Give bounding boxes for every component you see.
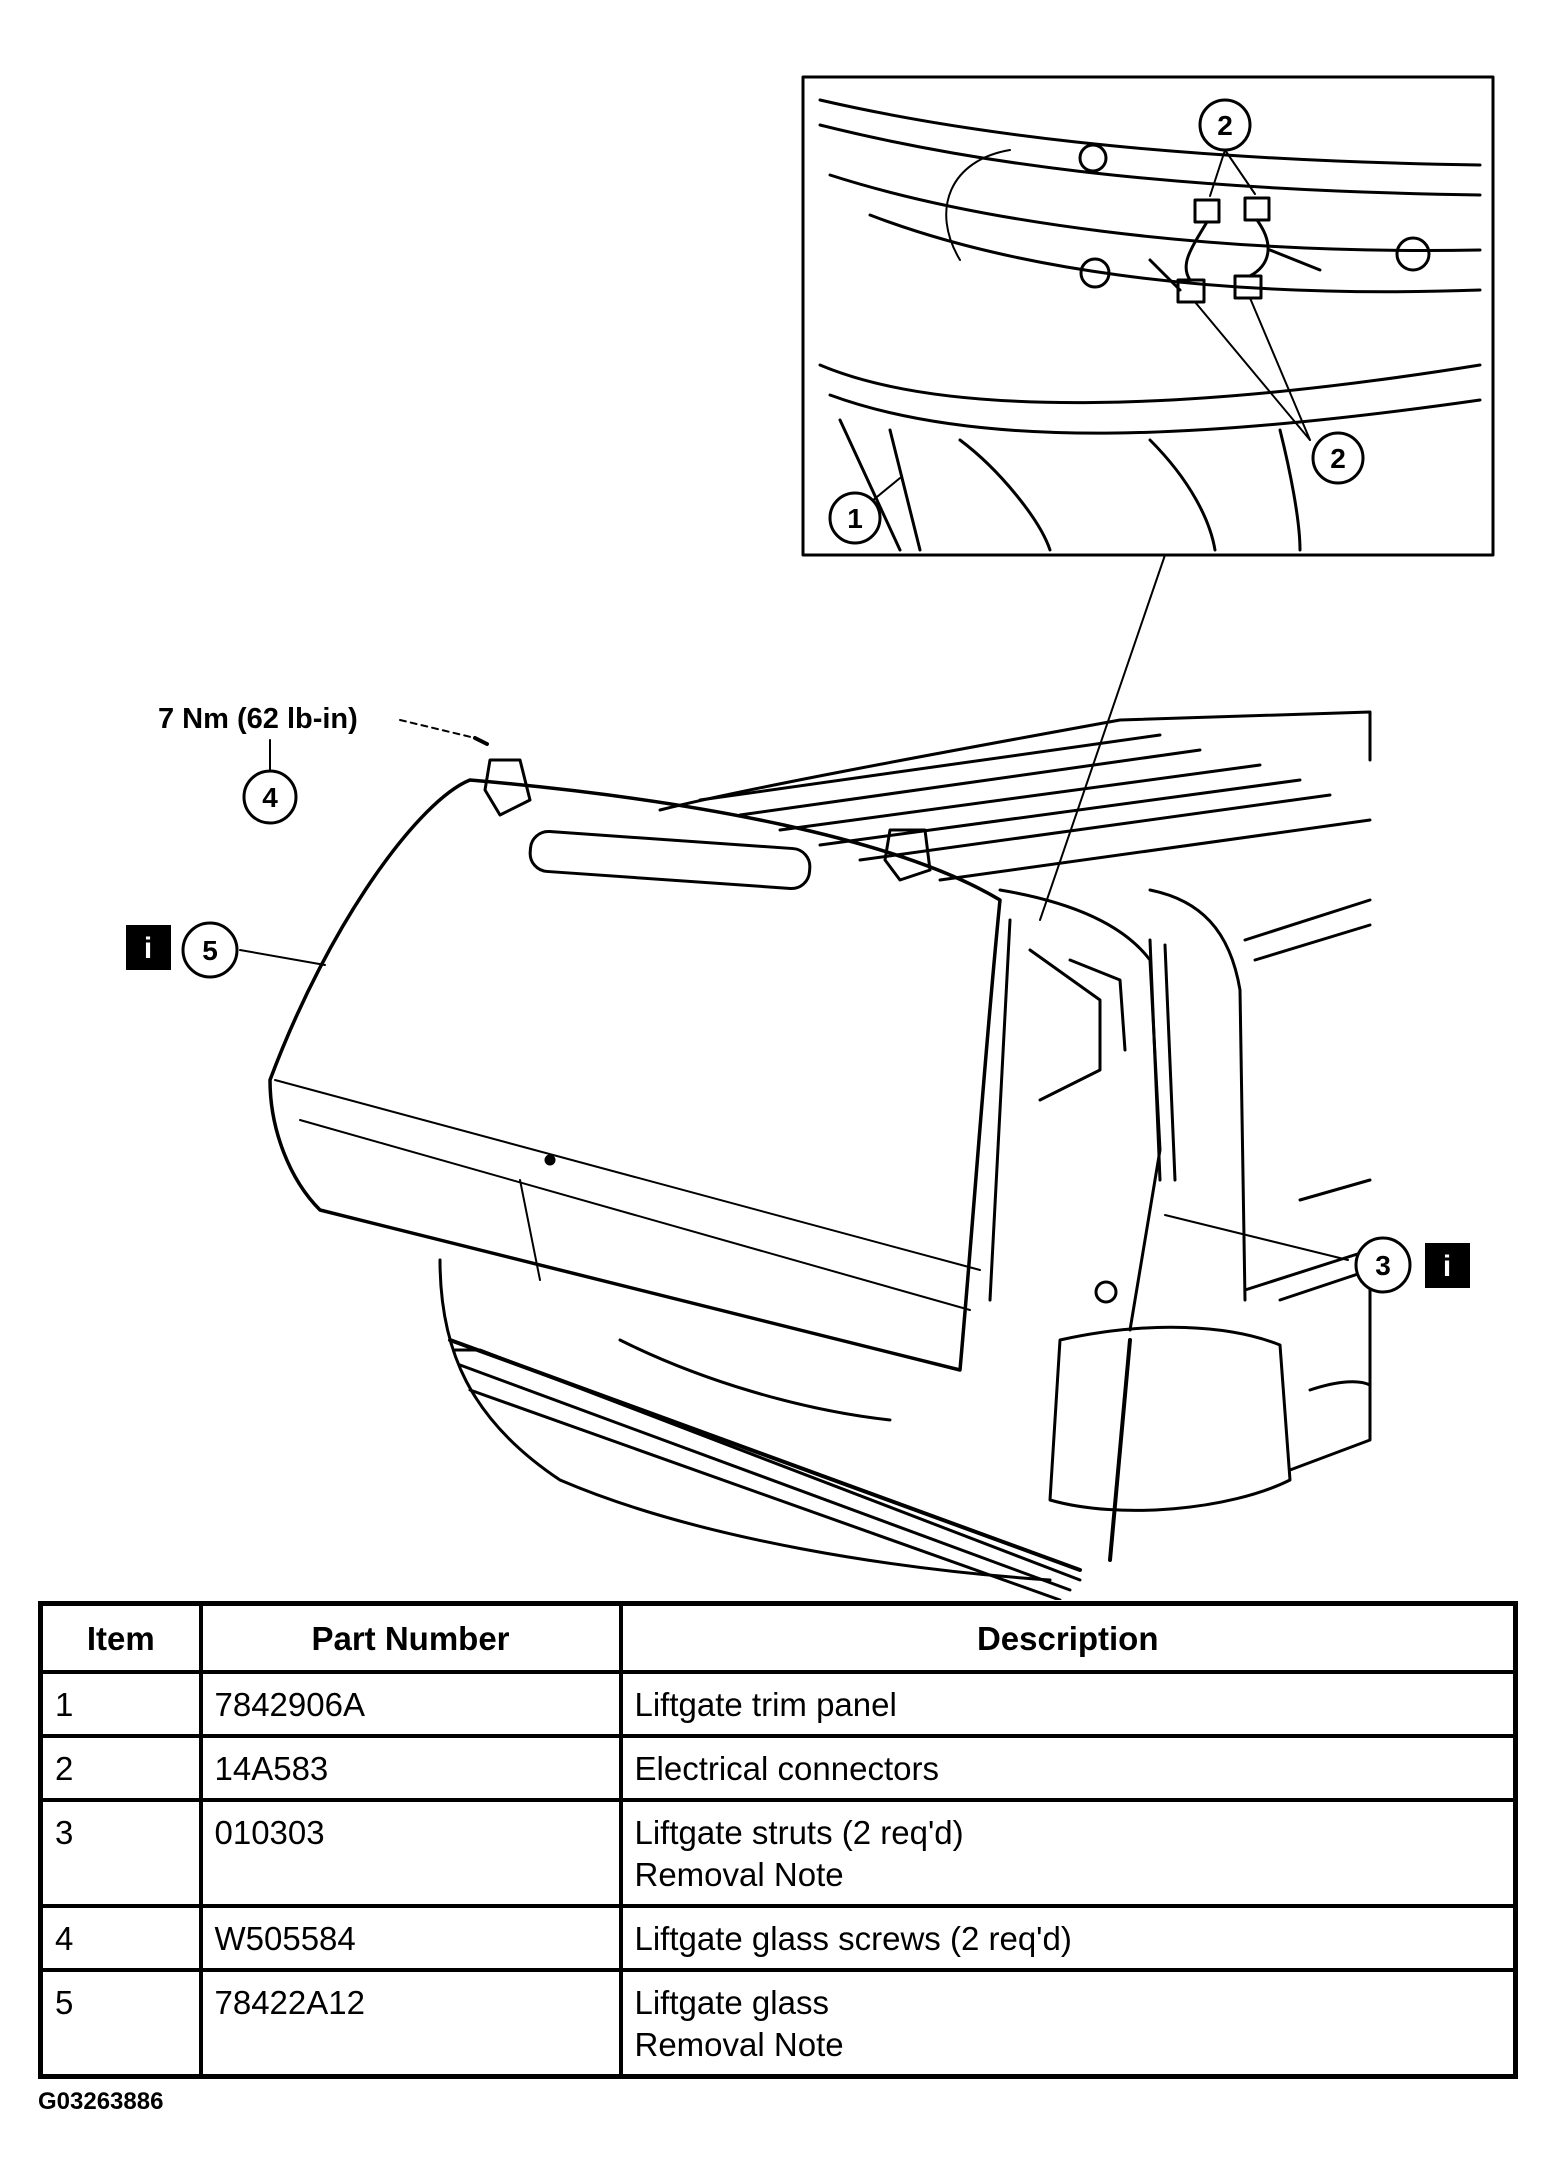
header-item: Item: [38, 1601, 203, 1674]
info-icon: i: [1443, 1250, 1451, 1283]
description-line: Liftgate trim panel: [634, 1686, 897, 1723]
description-cell: Liftgate glass Removal Note: [618, 1968, 1518, 2079]
torque-label: 7 Nm (62 lb-in): [158, 703, 358, 735]
description-cell: Liftgate glass screws (2 req'd): [618, 1904, 1518, 1972]
figure-id: G03263886: [38, 2088, 164, 2115]
callout-4-label: 4: [262, 782, 278, 813]
callout-2-bottom-label: 2: [1330, 443, 1346, 474]
callout-5-label: 5: [202, 935, 218, 966]
table-row: 5 78422A12 Liftgate glass Removal Note: [38, 1968, 1518, 2079]
callout-2-top-label: 2: [1217, 110, 1233, 141]
item-cell: 3: [38, 1798, 203, 1908]
table-row: 3 010303 Liftgate struts (2 req'd) Remov…: [38, 1798, 1518, 1908]
callout-5: [181, 921, 239, 979]
removal-note-link[interactable]: Removal Note: [634, 2026, 844, 2063]
description-line: Liftgate glass: [634, 1984, 829, 2021]
item-cell: 4: [38, 1904, 203, 1972]
header-description: Description: [618, 1601, 1518, 1674]
callout-2-top: [1198, 98, 1252, 152]
header-part-number: Part Number: [198, 1601, 623, 1674]
table-row: 2 14A583 Electrical connectors: [38, 1734, 1518, 1802]
description-line: Liftgate glass screws (2 req'd): [634, 1920, 1072, 1957]
description-line: Electrical connectors: [634, 1750, 939, 1787]
table-row: 4 W505584 Liftgate glass screws (2 req'd…: [38, 1904, 1518, 1972]
part-number-cell: 7842906A: [198, 1670, 623, 1738]
inset-detail: [801, 75, 1495, 557]
callout-1-label: 1: [847, 503, 863, 534]
table-row: 1 7842906A Liftgate trim panel: [38, 1670, 1518, 1738]
callout-3: [1354, 1236, 1412, 1294]
vehicle-body: [438, 710, 1372, 1600]
item-cell: 2: [38, 1734, 203, 1802]
parts-table: Item Part Number Description 1 7842906A …: [38, 1601, 1518, 2079]
description-line: Liftgate struts (2 req'd): [634, 1814, 964, 1851]
description-cell: Electrical connectors: [618, 1734, 1518, 1802]
callout-4: [242, 769, 298, 825]
info-box-3: [1425, 1243, 1470, 1288]
callout-2-bottom: [1311, 431, 1365, 485]
part-number-cell: 010303: [198, 1798, 623, 1908]
callout-1: [828, 491, 882, 545]
item-cell: 1: [38, 1670, 203, 1738]
liftgate-illustration: 2 2 1 4 5 3 i i 7 Nm (62 lb-in): [126, 75, 1495, 1600]
item-cell: 5: [38, 1968, 203, 2079]
info-box-5: [126, 925, 171, 970]
part-number-cell: W505584: [198, 1904, 623, 1972]
info-icon: i: [144, 932, 152, 965]
callout-3-label: 3: [1375, 1250, 1391, 1281]
parts-table-container: Item Part Number Description 1 7842906A …: [38, 1601, 1518, 2079]
part-number-cell: 14A583: [198, 1734, 623, 1802]
table-header-row: Item Part Number Description: [38, 1601, 1518, 1674]
part-number-cell: 78422A12: [198, 1968, 623, 2079]
liftgate-glass: [239, 719, 1349, 1372]
description-cell: Liftgate struts (2 req'd) Removal Note: [618, 1798, 1518, 1908]
description-cell: Liftgate trim panel: [618, 1670, 1518, 1738]
removal-note-link[interactable]: Removal Note: [634, 1856, 844, 1893]
